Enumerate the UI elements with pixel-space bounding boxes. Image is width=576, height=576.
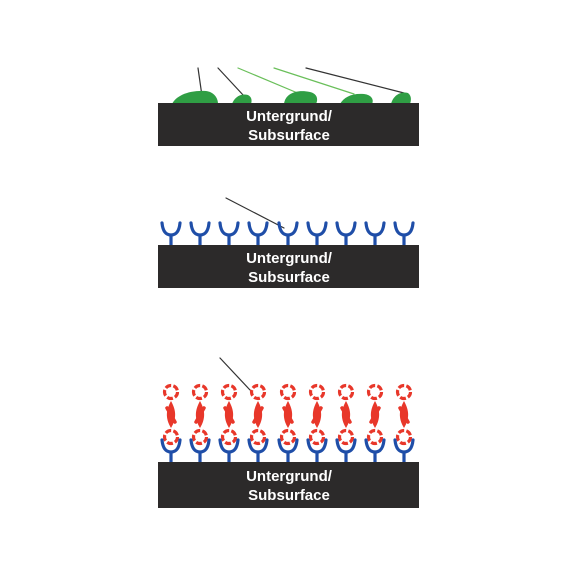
anchor-y-icon — [335, 438, 357, 463]
subsurface-block — [158, 462, 419, 508]
molecule-twist — [282, 406, 294, 424]
molecule-icon — [337, 383, 355, 446]
anchor-arms — [247, 221, 269, 237]
anchor-row — [160, 221, 415, 246]
anchor-y-icon — [393, 221, 415, 246]
molecule-icon — [220, 383, 238, 446]
subsurface-label-line1: Untergrund/ — [246, 250, 333, 267]
anchor-y-icon — [277, 438, 299, 463]
subsurface-label-line2: Subsurface — [248, 487, 330, 504]
molecule-bottom-ring — [337, 428, 355, 446]
molecule-icon — [279, 383, 297, 446]
green-deposits — [172, 90, 411, 104]
molecule-twist — [369, 406, 381, 424]
panel-bonded-layer: Untergrund/ Subsurface — [158, 357, 419, 508]
anchor-y-icon — [160, 221, 182, 246]
molecule-bottom-ring — [249, 428, 267, 446]
molecule-icon — [249, 383, 267, 446]
molecule-bottom-ring — [395, 428, 413, 446]
anchor-y-icon — [160, 438, 182, 463]
anchor-arms — [189, 221, 211, 237]
molecule-top-ring — [279, 383, 297, 401]
coating-blob — [340, 93, 373, 104]
leader-line — [225, 197, 285, 229]
subsurface-block — [158, 103, 419, 146]
anchor-row — [160, 438, 415, 463]
anchor-arms — [277, 221, 299, 237]
anchor-y-icon — [306, 221, 328, 246]
coating-blob — [391, 92, 411, 104]
anchor-arms — [364, 221, 386, 237]
molecule-twist — [165, 406, 177, 424]
molecule-top-ring — [308, 383, 326, 401]
anchor-y-icon — [306, 438, 328, 463]
molecule-icon — [395, 383, 413, 446]
subsurface-label-line2: Subsurface — [248, 127, 330, 144]
anchor-y-icon — [189, 221, 211, 246]
molecule-top-ring — [249, 383, 267, 401]
molecule-twist — [398, 406, 410, 424]
anchor-y-icon — [277, 221, 299, 246]
molecule-twist — [194, 406, 206, 424]
molecule-bottom-ring — [191, 428, 209, 446]
leader-line — [219, 357, 251, 391]
leader-line — [237, 67, 301, 95]
molecule-icon — [366, 383, 384, 446]
molecule-top-ring — [337, 383, 355, 401]
coating-blob — [284, 91, 318, 104]
molecule-bottom-ring — [220, 428, 238, 446]
subsurface-label-line1: Untergrund/ — [246, 108, 333, 125]
molecule-twist — [311, 406, 323, 424]
panel-anchor-layer: Untergrund/ Subsurface — [158, 197, 419, 288]
coating-blob — [232, 94, 252, 104]
anchor-arms — [393, 221, 415, 237]
molecule-bottom-ring — [366, 428, 384, 446]
molecule-twist — [252, 406, 264, 424]
anchor-arms — [218, 221, 240, 237]
coating-blob — [172, 90, 218, 104]
anchor-y-icon — [364, 438, 386, 463]
molecule-top-ring — [395, 383, 413, 401]
molecule-twist — [340, 406, 352, 424]
panel-uneven-coating: Untergrund/ Subsurface — [158, 67, 419, 146]
molecule-top-ring — [191, 383, 209, 401]
anchor-y-icon — [393, 438, 415, 463]
anchor-y-icon — [189, 438, 211, 463]
molecule-twist — [223, 406, 235, 424]
subsurface-block — [158, 245, 419, 288]
subsurface-label-line2: Subsurface — [248, 269, 330, 286]
leader-line — [273, 67, 355, 95]
anchor-y-icon — [218, 438, 240, 463]
anchor-y-icon — [218, 221, 240, 246]
anchor-arms — [160, 221, 182, 237]
leader-lines — [197, 67, 405, 97]
anchor-y-icon — [335, 221, 357, 246]
molecule-icon — [308, 383, 326, 446]
subsurface-label-line1: Untergrund/ — [246, 468, 333, 485]
anchor-y-icon — [247, 221, 269, 246]
anchor-arms — [335, 221, 357, 237]
molecule-top-ring — [366, 383, 384, 401]
anchor-arms — [306, 221, 328, 237]
molecule-icon — [191, 383, 209, 446]
molecule-row — [162, 383, 413, 446]
leader-line — [305, 67, 405, 94]
molecule-icon — [162, 383, 180, 446]
leader-line — [217, 67, 245, 97]
molecule-bottom-ring — [162, 428, 180, 446]
molecule-bottom-ring — [308, 428, 326, 446]
molecule-bottom-ring — [279, 428, 297, 446]
molecule-top-ring — [162, 383, 180, 401]
anchor-y-icon — [247, 438, 269, 463]
molecule-top-ring — [220, 383, 238, 401]
anchor-y-icon — [364, 221, 386, 246]
